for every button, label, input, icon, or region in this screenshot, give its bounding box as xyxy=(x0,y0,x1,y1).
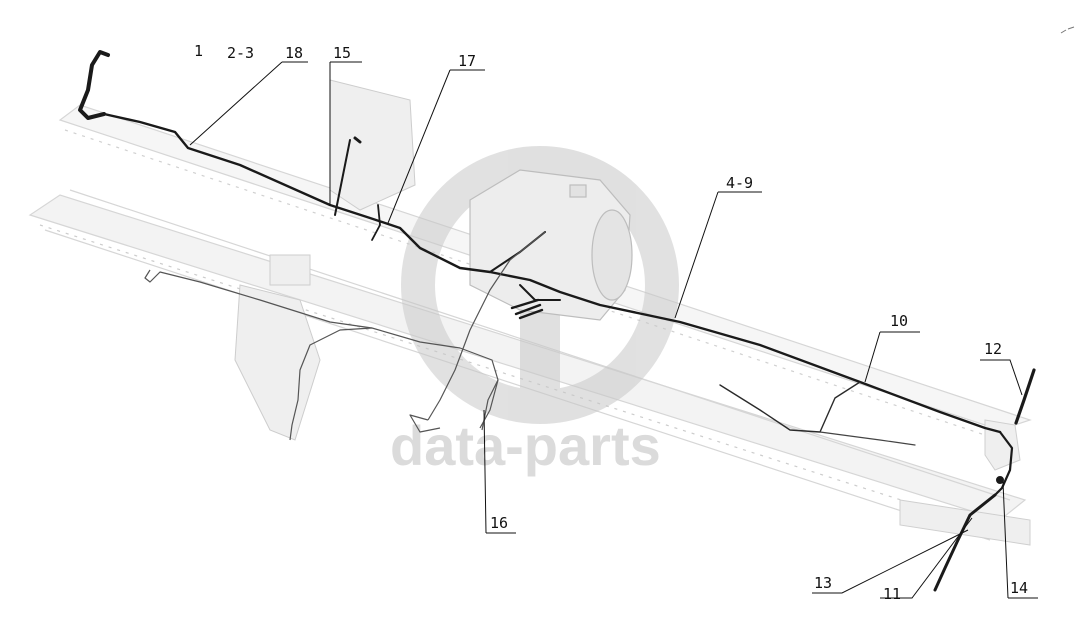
callout-16: 16 xyxy=(490,514,508,532)
fuel-tank xyxy=(469,169,633,321)
watermark-text: data-parts xyxy=(390,414,661,477)
leader-lines xyxy=(189,61,1038,599)
callout-13: 13 xyxy=(814,574,832,592)
left-bracket-assembly xyxy=(234,79,416,441)
callout-12: 12 xyxy=(984,340,1002,358)
callout-2-3: 2-3 xyxy=(227,44,254,62)
callout-17: 17 xyxy=(458,52,476,70)
callout-4-9: 4-9 xyxy=(726,174,753,192)
main-harness xyxy=(78,50,1036,592)
callout-18: 18 xyxy=(285,44,303,62)
callout-14: 14 xyxy=(1010,579,1028,597)
callout-15: 15 xyxy=(333,44,351,62)
callout-11: 11 xyxy=(883,585,901,603)
callout-10: 10 xyxy=(890,312,908,330)
callout-1: 1 xyxy=(194,42,203,60)
secondary-harness xyxy=(144,231,546,441)
corner-mark xyxy=(1060,26,1075,34)
